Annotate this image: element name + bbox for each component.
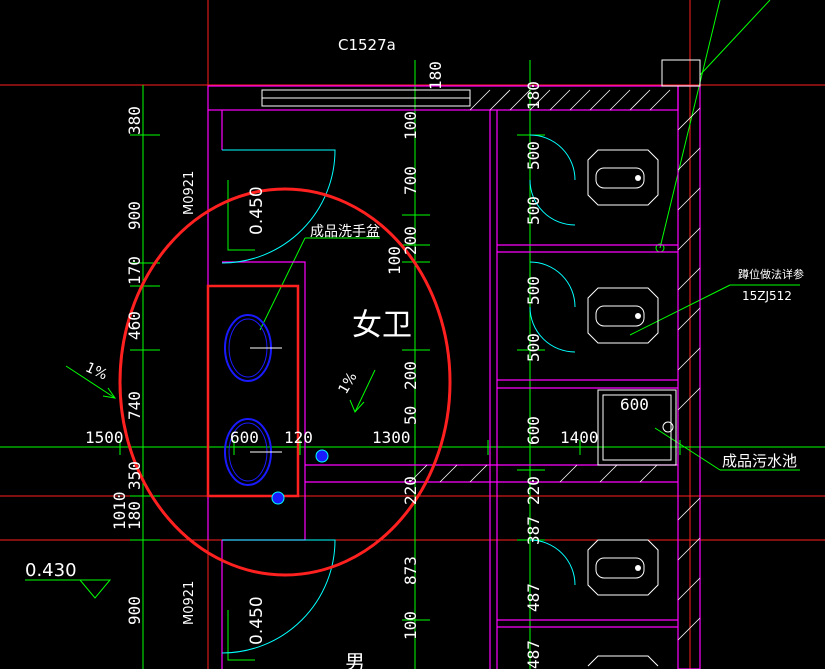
squat-ref-annotation: 蹲位做法详参 (738, 267, 804, 281)
squat-ref-code: 15ZJ512 (742, 289, 792, 303)
dims-horizontal: 1500 600 120 1300 1400 600 (85, 395, 649, 447)
room-label: 女卫 (352, 308, 412, 343)
dim-text: 873 (401, 556, 420, 585)
dim-text: 170 (125, 256, 144, 285)
dim-text: 500 (524, 141, 543, 170)
dims-mid-col: 100 700 200 100 200 50 220 873 100 (385, 111, 420, 640)
dim-text: 180 (426, 61, 445, 90)
dim-text: 387 (524, 516, 543, 545)
dim-text: 500 (524, 276, 543, 305)
dim-text: 200 (401, 361, 420, 390)
dims-top: 180 180 (426, 61, 543, 110)
dim-text: 700 (401, 166, 420, 195)
level-door-top: 0.450 (247, 186, 267, 235)
dim-text: 100 (385, 246, 404, 275)
mop-sink (597, 389, 677, 466)
room-label-partial: 男 (345, 650, 365, 669)
squat-toilets (587, 149, 659, 667)
dim-text: 100 (401, 111, 420, 140)
dim-text: 1300 (372, 428, 411, 447)
dim-text: 600 (230, 428, 259, 447)
dim-text: 180 (125, 501, 144, 530)
dim-text: 600 (524, 416, 543, 445)
dim-text: 740 (125, 391, 144, 420)
dim-text: 1010 (110, 491, 129, 530)
dim-text: 487 (524, 640, 543, 669)
dim-text: 50 (401, 406, 420, 425)
door-swings (221, 134, 576, 654)
dim-text: 487 (524, 583, 543, 612)
dim-text: 180 (524, 81, 543, 110)
wash-basins (206, 284, 329, 505)
sink-annotation: 成品洗手盆 (310, 224, 380, 240)
dim-text: 500 (524, 333, 543, 362)
dim-text: 220 (524, 476, 543, 505)
dim-text: 1400 (560, 428, 599, 447)
dim-text: 900 (125, 596, 144, 625)
floor-level: 0.430 (25, 560, 77, 581)
revision-cloud (118, 187, 452, 577)
level-door-bottom: 0.450 (247, 596, 267, 645)
walls (207, 85, 701, 669)
slope-center: 1% (336, 370, 361, 397)
mop-sink-annotation: 成品污水池 (722, 452, 797, 470)
dim-text: 220 (401, 476, 420, 505)
dims-left-col: 380 900 170 460 740 350 1010 180 900 (110, 106, 144, 625)
dims-right-col: 500 500 500 500 600 220 387 487 487 (524, 141, 543, 669)
dim-text: 900 (125, 201, 144, 230)
dim-text: 100 (401, 611, 420, 640)
dim-text: 600 (620, 395, 649, 414)
window-c1527a (261, 59, 701, 107)
door-label-bottom: M0921 (182, 581, 197, 625)
window-label: C1527a (338, 36, 396, 54)
door-label-top: M0921 (182, 171, 197, 215)
dim-text: 120 (284, 428, 313, 447)
wall-hatch (409, 89, 701, 641)
dim-text: 460 (125, 311, 144, 340)
dim-text: 500 (524, 196, 543, 225)
dim-text: 1500 (85, 428, 124, 447)
dim-text: 350 (125, 461, 144, 490)
dim-text: 380 (125, 106, 144, 135)
dim-text: 200 (401, 226, 420, 255)
